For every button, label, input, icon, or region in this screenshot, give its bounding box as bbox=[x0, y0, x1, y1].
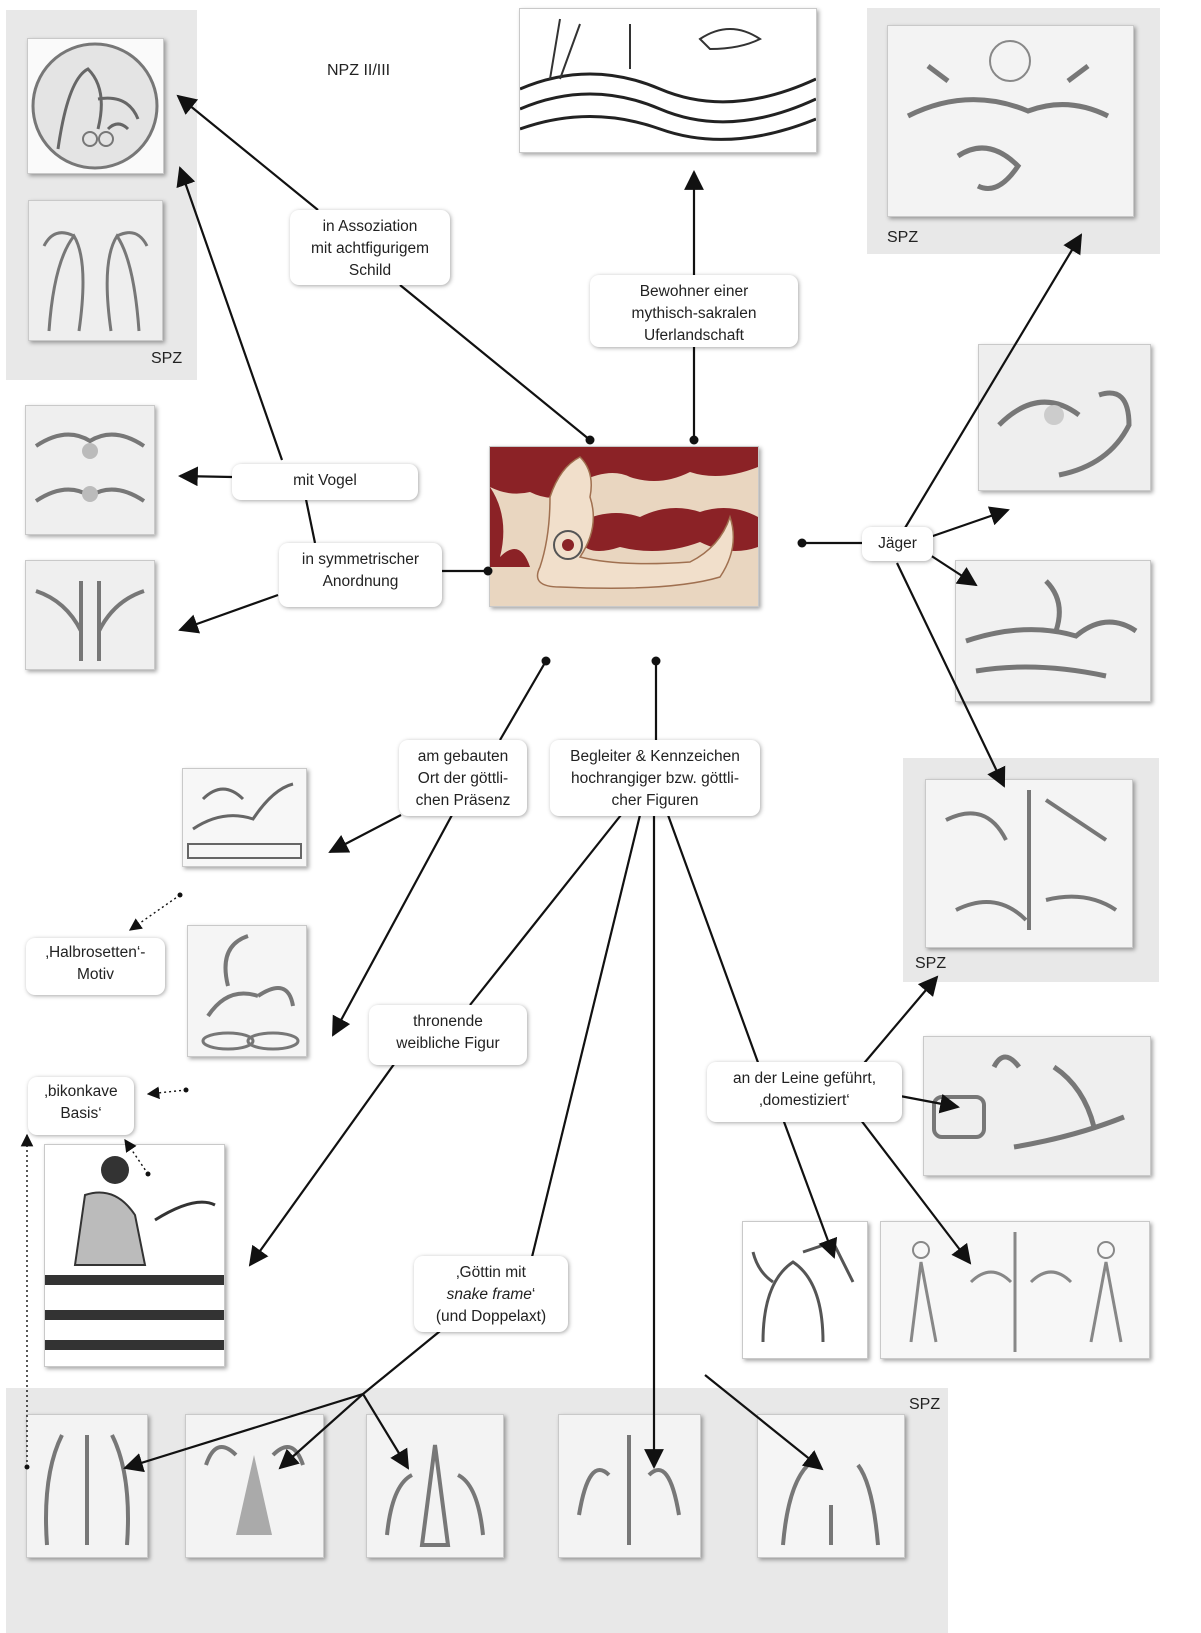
node-halbrosetten: ‚Halbrosetten‘- Motiv bbox=[26, 938, 165, 995]
seal-image-jaeger-2 bbox=[955, 560, 1151, 702]
spz-label-right-mid: SPZ bbox=[915, 955, 947, 972]
seal-image-griffin-basis bbox=[187, 925, 307, 1057]
seal-image-bottom-1 bbox=[26, 1414, 148, 1558]
node-jaeger: Jäger bbox=[862, 527, 933, 561]
seal-image-griffin-frieze bbox=[182, 768, 307, 867]
spz-label-top-right: SPZ bbox=[887, 229, 919, 246]
center-griffin-fresco bbox=[489, 446, 759, 607]
seal-image-disk bbox=[27, 38, 164, 174]
seal-image-griffins-pair bbox=[28, 200, 163, 341]
seal-image-bottom-5 bbox=[757, 1414, 905, 1558]
seal-image-right-mid bbox=[925, 779, 1133, 948]
seal-image-leine-1 bbox=[923, 1036, 1151, 1176]
node-symmetrisch: in symmetrischer Anordnung bbox=[279, 543, 442, 607]
landscape-image bbox=[519, 8, 817, 153]
seal-image-jaeger-1 bbox=[978, 344, 1151, 491]
snake-frame-italic: snake frame bbox=[446, 1286, 532, 1303]
seal-image-top-right bbox=[887, 25, 1134, 217]
seal-image-birds-top bbox=[25, 405, 155, 535]
seal-image-leine-3 bbox=[880, 1221, 1150, 1359]
node-gebauten: am gebauten Ort der göttli- chen Präsenz bbox=[399, 740, 527, 816]
node-goettin: ‚Göttin mit snake frame‘ (und Doppelaxt) bbox=[414, 1256, 568, 1332]
node-begleiter: Begleiter & Kennzeichen hochrangiger bzw… bbox=[550, 740, 760, 816]
seal-image-bottom-2 bbox=[185, 1414, 324, 1558]
fresco-image-thronende bbox=[44, 1144, 225, 1367]
node-leine: an der Leine geführt, ‚domestiziert‘ bbox=[707, 1062, 902, 1122]
seal-image-bottom-4 bbox=[558, 1414, 701, 1558]
page-title: NPZ II/III bbox=[327, 62, 391, 79]
spz-label-bottom: SPZ bbox=[909, 1396, 941, 1413]
node-thronende: thronende weibliche Figur bbox=[369, 1005, 527, 1065]
node-bewohner: Bewohner einer mythisch-sakralen Uferlan… bbox=[590, 275, 798, 347]
node-mit-vogel: mit Vogel bbox=[232, 464, 418, 500]
seal-image-symmetric bbox=[25, 560, 155, 670]
node-assoziation: in Assoziation mit achtfigurigem Schild bbox=[290, 210, 450, 285]
node-bikonkave: ‚bikonkave Basis‘ bbox=[28, 1077, 134, 1135]
spz-label-top-left: SPZ bbox=[151, 350, 183, 367]
